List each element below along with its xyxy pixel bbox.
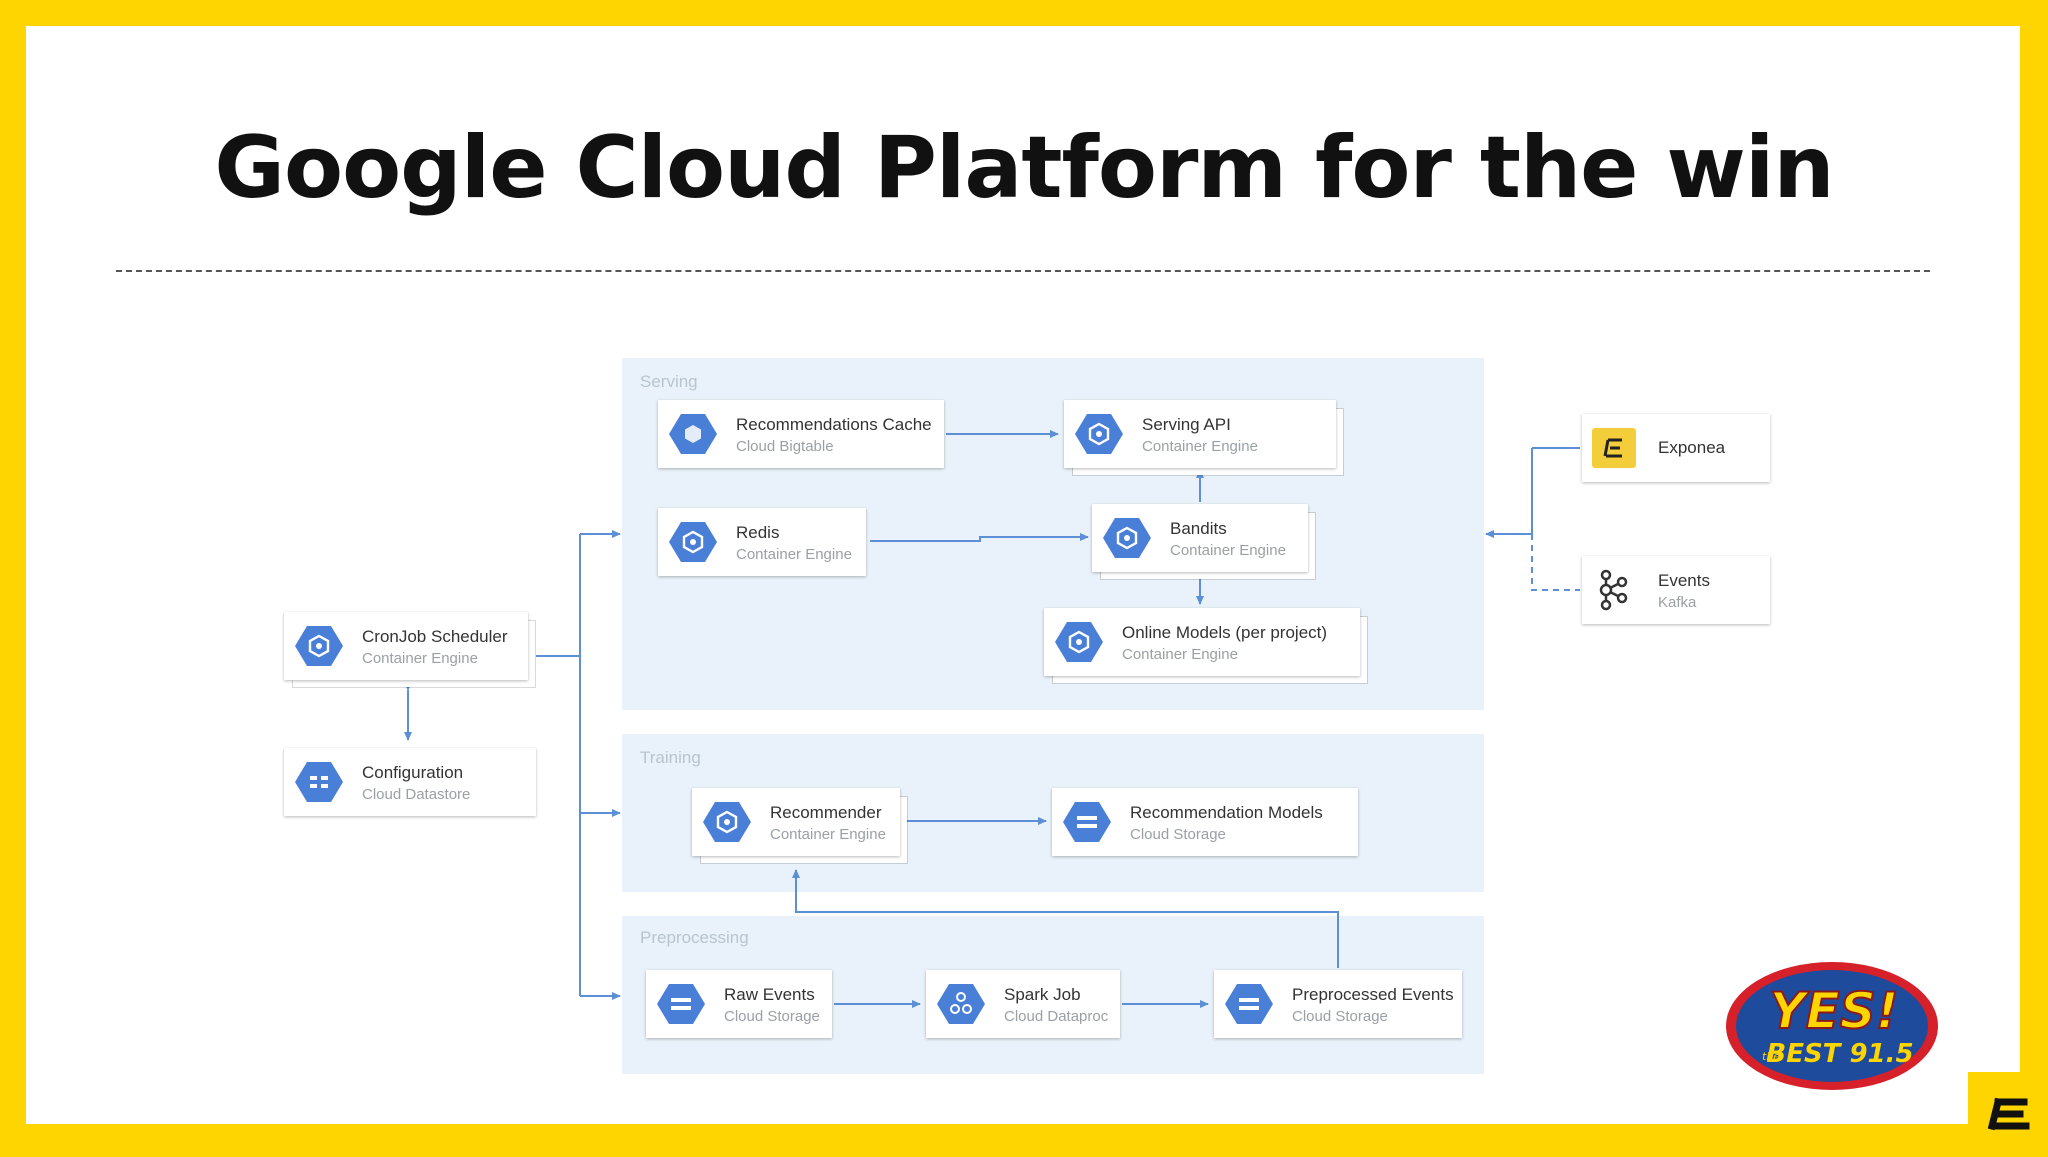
node-subtitle: Cloud Bigtable xyxy=(736,438,834,455)
online-models-node: Online Models (per project) Container En… xyxy=(1044,608,1360,676)
node-title: Raw Events xyxy=(724,985,815,1004)
container-engine-icon xyxy=(295,626,343,666)
node-title: Preprocessed Events xyxy=(1292,985,1454,1004)
node-subtitle: Cloud Storage xyxy=(1130,826,1226,843)
node-title: Redis xyxy=(736,523,780,542)
node-subtitle: Container Engine xyxy=(770,826,886,843)
preprocessed-events-node: Preprocessed Events Cloud Storage xyxy=(1214,970,1462,1038)
title-divider xyxy=(116,270,1930,272)
storage-icon xyxy=(1225,984,1273,1024)
yes-radio-logo: YES! the BEST 91.5 xyxy=(1726,962,1938,1090)
bandits-node: Bandits Container Engine xyxy=(1092,504,1308,572)
node-subtitle: Container Engine xyxy=(1142,438,1258,455)
cronjob-scheduler-node: CronJob Scheduler Container Engine xyxy=(284,612,528,680)
exponea-logo-icon xyxy=(1592,428,1636,468)
node-subtitle: Container Engine xyxy=(1170,542,1286,559)
node-subtitle: Container Engine xyxy=(1122,646,1238,663)
training-group-label: Training xyxy=(640,748,701,767)
node-title: Configuration xyxy=(362,763,464,782)
storage-icon xyxy=(657,984,705,1024)
node-subtitle: Container Engine xyxy=(362,650,478,667)
dataproc-icon xyxy=(937,984,985,1024)
node-subtitle: Cloud Storage xyxy=(1292,1008,1388,1025)
bigtable-icon xyxy=(669,414,717,454)
kafka-icon xyxy=(1599,569,1628,611)
node-title: Events xyxy=(1658,571,1710,590)
datastore-icon xyxy=(295,762,343,802)
container-engine-icon xyxy=(1075,414,1123,454)
node-subtitle: Cloud Dataproc xyxy=(1004,1008,1109,1025)
storage-icon xyxy=(1063,802,1111,842)
configuration-node: Configuration Cloud Datastore xyxy=(284,748,536,816)
redis-node: Redis Container Engine xyxy=(658,508,866,576)
node-subtitle: Cloud Storage xyxy=(724,1008,820,1025)
node-title: Recommender xyxy=(770,803,882,822)
preprocessing-group-label: Preprocessing xyxy=(640,928,749,947)
node-title: Serving API xyxy=(1142,415,1231,434)
node-title: Exponea xyxy=(1658,438,1726,457)
exponea-corner-icon xyxy=(1987,1097,2030,1131)
node-subtitle: Kafka xyxy=(1658,594,1697,611)
slide-title: Google Cloud Platform for the win xyxy=(214,118,1834,218)
node-title: Online Models (per project) xyxy=(1122,623,1328,642)
radio-logo-yes: YES! xyxy=(1769,982,1898,1040)
node-subtitle: Cloud Datastore xyxy=(362,786,471,803)
recommendation-models-node: Recommendation Models Cloud Storage xyxy=(1052,788,1358,856)
container-engine-icon xyxy=(1055,622,1103,662)
serving-api-node: Serving API Container Engine xyxy=(1064,400,1336,468)
node-title: Recommendation Models xyxy=(1130,803,1323,822)
container-engine-icon xyxy=(669,522,717,562)
recommender-node: Recommender Container Engine xyxy=(692,788,900,856)
events-kafka-node: Events Kafka xyxy=(1582,556,1770,624)
spark-job-node: Spark Job Cloud Dataproc xyxy=(926,970,1120,1038)
raw-events-node: Raw Events Cloud Storage xyxy=(646,970,832,1038)
node-title: CronJob Scheduler xyxy=(362,627,508,646)
serving-group-label: Serving xyxy=(640,372,698,391)
radio-logo-prefix: the xyxy=(1762,1050,1780,1063)
node-subtitle: Container Engine xyxy=(736,546,852,563)
node-title: Bandits xyxy=(1170,519,1227,538)
radio-logo-best: BEST 91.5 xyxy=(1766,1039,1913,1069)
corner-badge xyxy=(1968,1072,2048,1152)
container-engine-icon xyxy=(703,802,751,842)
recommendations-cache-node: Recommendations Cache Cloud Bigtable xyxy=(658,400,944,468)
node-title: Spark Job xyxy=(1004,985,1081,1004)
exponea-node: Exponea xyxy=(1582,414,1770,482)
container-engine-icon xyxy=(1103,518,1151,558)
node-title: Recommendations Cache xyxy=(736,415,932,434)
